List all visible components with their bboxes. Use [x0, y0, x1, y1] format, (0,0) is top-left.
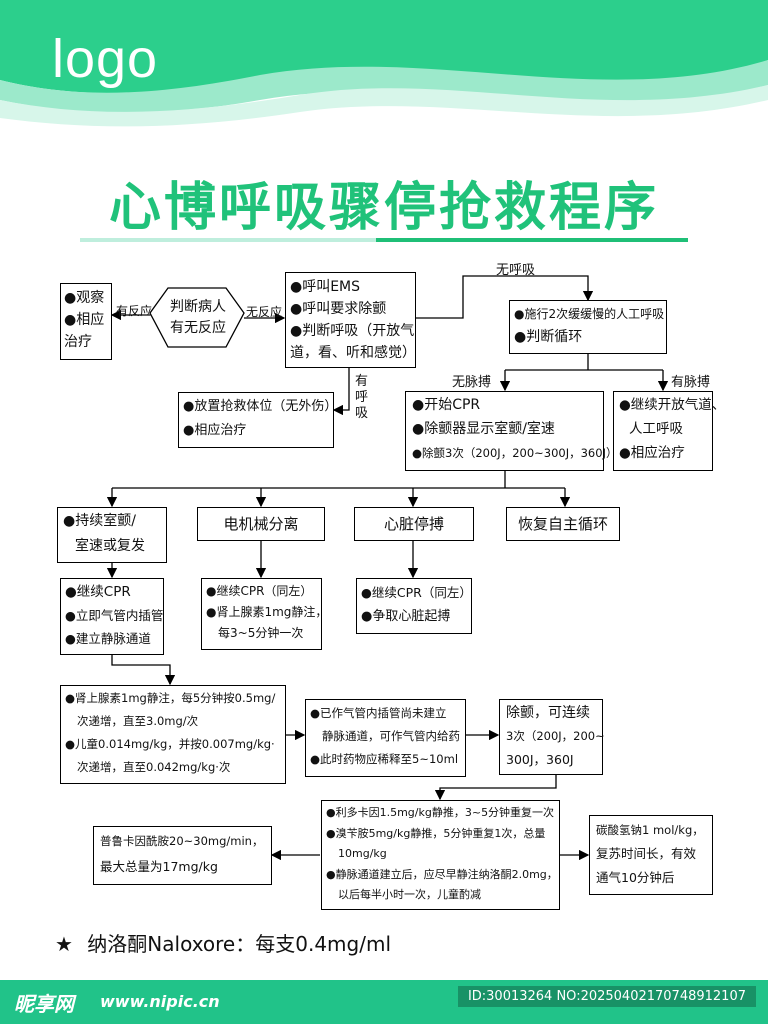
- observe-box: ●观察●相应治疗: [60, 283, 112, 360]
- header-banner: logo: [0, 0, 768, 135]
- vf-box: ●持续室颤/室速或复发: [57, 507, 167, 563]
- epinephrine-box: ●肾上腺素1mg静注，每5分钟按0.5mg/次递增，直至3.0mg/次●儿童0.…: [60, 685, 286, 784]
- emd-box: 电机械分离: [197, 507, 325, 541]
- footer-site: www.nipic.cn: [100, 992, 220, 1011]
- footer-watermark-bar: 昵享网 www.nipic.cn ID:30013264 NO:20250402…: [0, 980, 768, 1024]
- naloxone-note: ★ 纳洛酮Naloxore：每支0.4mg/ml: [55, 928, 391, 957]
- label-has-pulse: 有脉搏: [671, 375, 711, 390]
- footer-image-id: ID:30013264 NO:20250402170748912107: [457, 986, 756, 1007]
- asystole-box: 心脏停搏: [354, 507, 474, 541]
- star-icon: ★: [55, 932, 73, 956]
- bicarbonate-box: 碳酸氢钠1 mol/kg，复苏时间长，有效通气10分钟后: [589, 815, 713, 895]
- judge-decision-shape: [149, 287, 245, 348]
- label-no-breath: 无呼吸: [496, 263, 536, 278]
- continue-cpr-vf-box: ●继续CPR●立即气管内插管●建立静脉通道: [60, 578, 164, 655]
- naloxone-note-text: 纳洛酮Naloxore：每支0.4mg/ml: [87, 932, 391, 956]
- breath-box: ●施行2次缓缓慢的人工呼吸●判断循环: [509, 300, 667, 354]
- page-title: 心博呼吸骤停抢救程序: [108, 178, 659, 238]
- title-underline-dark: [376, 238, 688, 242]
- continue-cpr-emd-box: ●继续CPR（同左）●肾上腺素1mg静注，每3~5分钟一次: [201, 578, 327, 650]
- judge-decision: 判断病人 有无反应: [170, 299, 226, 336]
- label-has-response: 有反应: [116, 304, 153, 318]
- label-no-response: 无反应: [246, 305, 283, 319]
- ems-box: ●呼叫EMS●呼叫要求除颤●判断呼吸（开放气道，看、听和感觉）: [285, 272, 416, 368]
- pulse-present-box: ●继续开放气道、人工呼吸●相应治疗: [613, 391, 725, 471]
- tube-drug-box: ●已作气管内插管尚未建立静脉通道，可作气管内给药●此时药物应稀释至5~10ml: [305, 699, 466, 777]
- title-underline-light: [80, 238, 376, 242]
- footer-brand: 昵享网: [14, 992, 74, 1016]
- rosc-box: 恢复自主循环: [506, 507, 620, 541]
- label-no-pulse: 无脉搏: [452, 375, 492, 390]
- logo: logo: [52, 29, 159, 89]
- label-has-breath: 有 呼 吸: [355, 374, 369, 421]
- continue-cpr-asystole-box: ●继续CPR（同左）●争取心脏起搏: [356, 578, 472, 634]
- cpr-start-box: ●开始CPR●除颤器显示室颤/室速●除颤3次（200J，200~300J，360…: [405, 391, 617, 471]
- rescue-position-box: ●放置抢救体位（无外伤）●相应治疗: [178, 392, 337, 448]
- header-wave-graphic: [0, 0, 768, 127]
- antiarrhythmic-drugs-box: ●利多卡因1.5mg/kg静推，3~5分钟重复一次●溴苄胺5mg/kg静推，5分…: [321, 800, 560, 910]
- procainamide-box: 普鲁卡因酰胺20~30mg/min，最大总量为17mg/kg: [93, 826, 272, 885]
